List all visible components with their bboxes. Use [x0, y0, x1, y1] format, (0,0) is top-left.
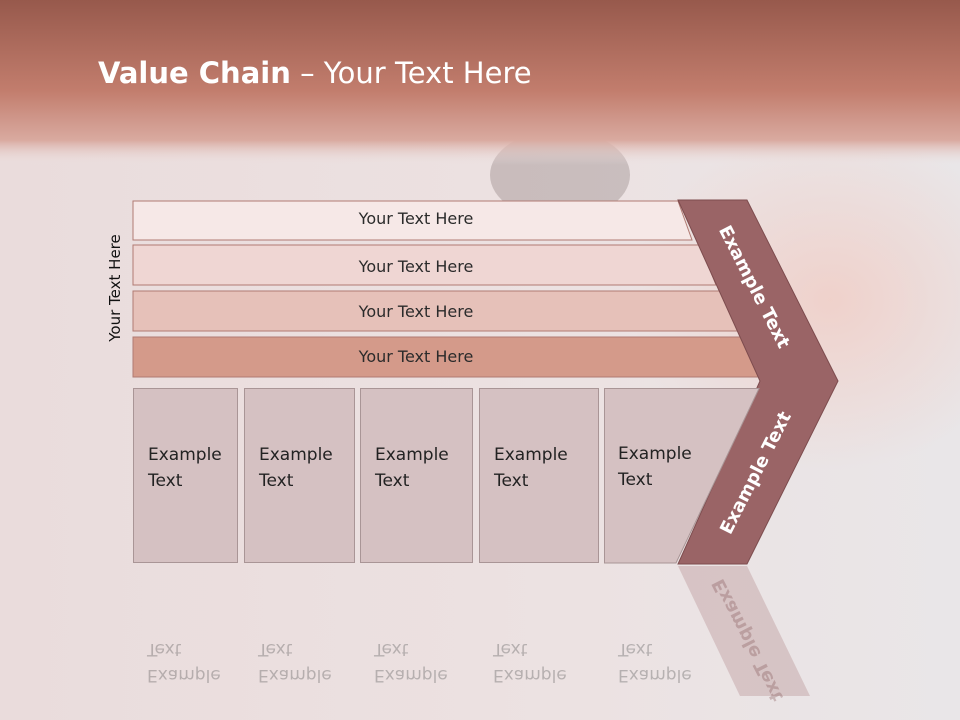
- title-bold: Value Chain: [98, 56, 291, 90]
- band-4-label: Your Text Here: [358, 347, 474, 366]
- chevron-shape: [677, 199, 839, 565]
- title-rest: – Your Text Here: [290, 56, 532, 90]
- band-3-label: Your Text Here: [358, 302, 474, 321]
- band-1-shape: [132, 200, 693, 241]
- band-1-label: Your Text Here: [358, 209, 474, 228]
- slide-title: Value Chain – Your Text Here: [98, 56, 532, 90]
- band-2-label: Your Text Here: [358, 257, 474, 276]
- example-box-5-shape: [604, 388, 760, 564]
- chevron-reflection: [678, 566, 810, 696]
